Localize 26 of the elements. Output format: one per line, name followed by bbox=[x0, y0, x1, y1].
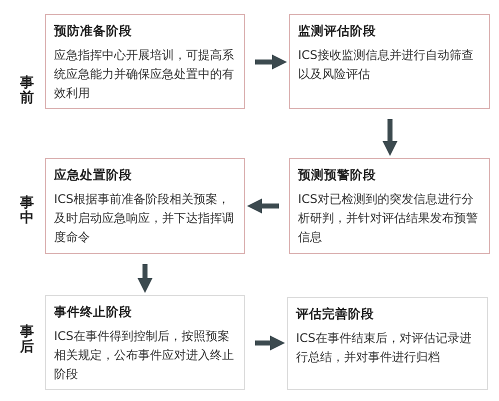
arrow bbox=[382, 119, 398, 156]
stage-box bbox=[287, 297, 488, 390]
arrow bbox=[247, 198, 279, 214]
stage-description: ICS接收监测信息并进行自动筛查以及风险评估 bbox=[298, 47, 475, 83]
stage-heading: 预防准备阶段 bbox=[54, 23, 133, 40]
stage-box bbox=[45, 14, 245, 109]
stage-description: ICS根据事前准备阶段相关预案，及时启动应急响应，并下达指挥调度命令 bbox=[54, 191, 235, 246]
stage-description: ICS在事件得到控制后，按照预案相关规定，公布事件应对进入终止阶段 bbox=[54, 328, 235, 383]
stage-heading: 事件终止阶段 bbox=[54, 304, 133, 321]
stage-box bbox=[289, 158, 490, 254]
phase-label: 事前 bbox=[20, 76, 34, 107]
stage-description: ICS对已检测到的突发信息进行分析研判，并针对评估结果发布预警信息 bbox=[298, 191, 479, 246]
arrow bbox=[255, 336, 285, 350]
stage-heading: 评估完善阶段 bbox=[296, 306, 375, 323]
stage-heading: 监测评估阶段 bbox=[298, 23, 377, 40]
arrow bbox=[255, 54, 287, 70]
stage-box bbox=[45, 158, 245, 254]
stage-heading: 应急处置阶段 bbox=[54, 167, 133, 184]
stage-box bbox=[45, 295, 245, 390]
stage-box bbox=[289, 14, 490, 109]
stage-heading: 预测预警阶段 bbox=[298, 167, 377, 184]
stage-description: 应急指挥中心开展培训，可提高系统应急能力并确保应急处置中的有效利用 bbox=[54, 47, 235, 102]
phase-label: 事中 bbox=[20, 196, 34, 227]
stage-description: ICS在事件结束后，对评估记录进行总结，并对事件进行归档 bbox=[296, 330, 473, 366]
phase-label: 事后 bbox=[20, 325, 34, 356]
arrow bbox=[138, 264, 152, 293]
